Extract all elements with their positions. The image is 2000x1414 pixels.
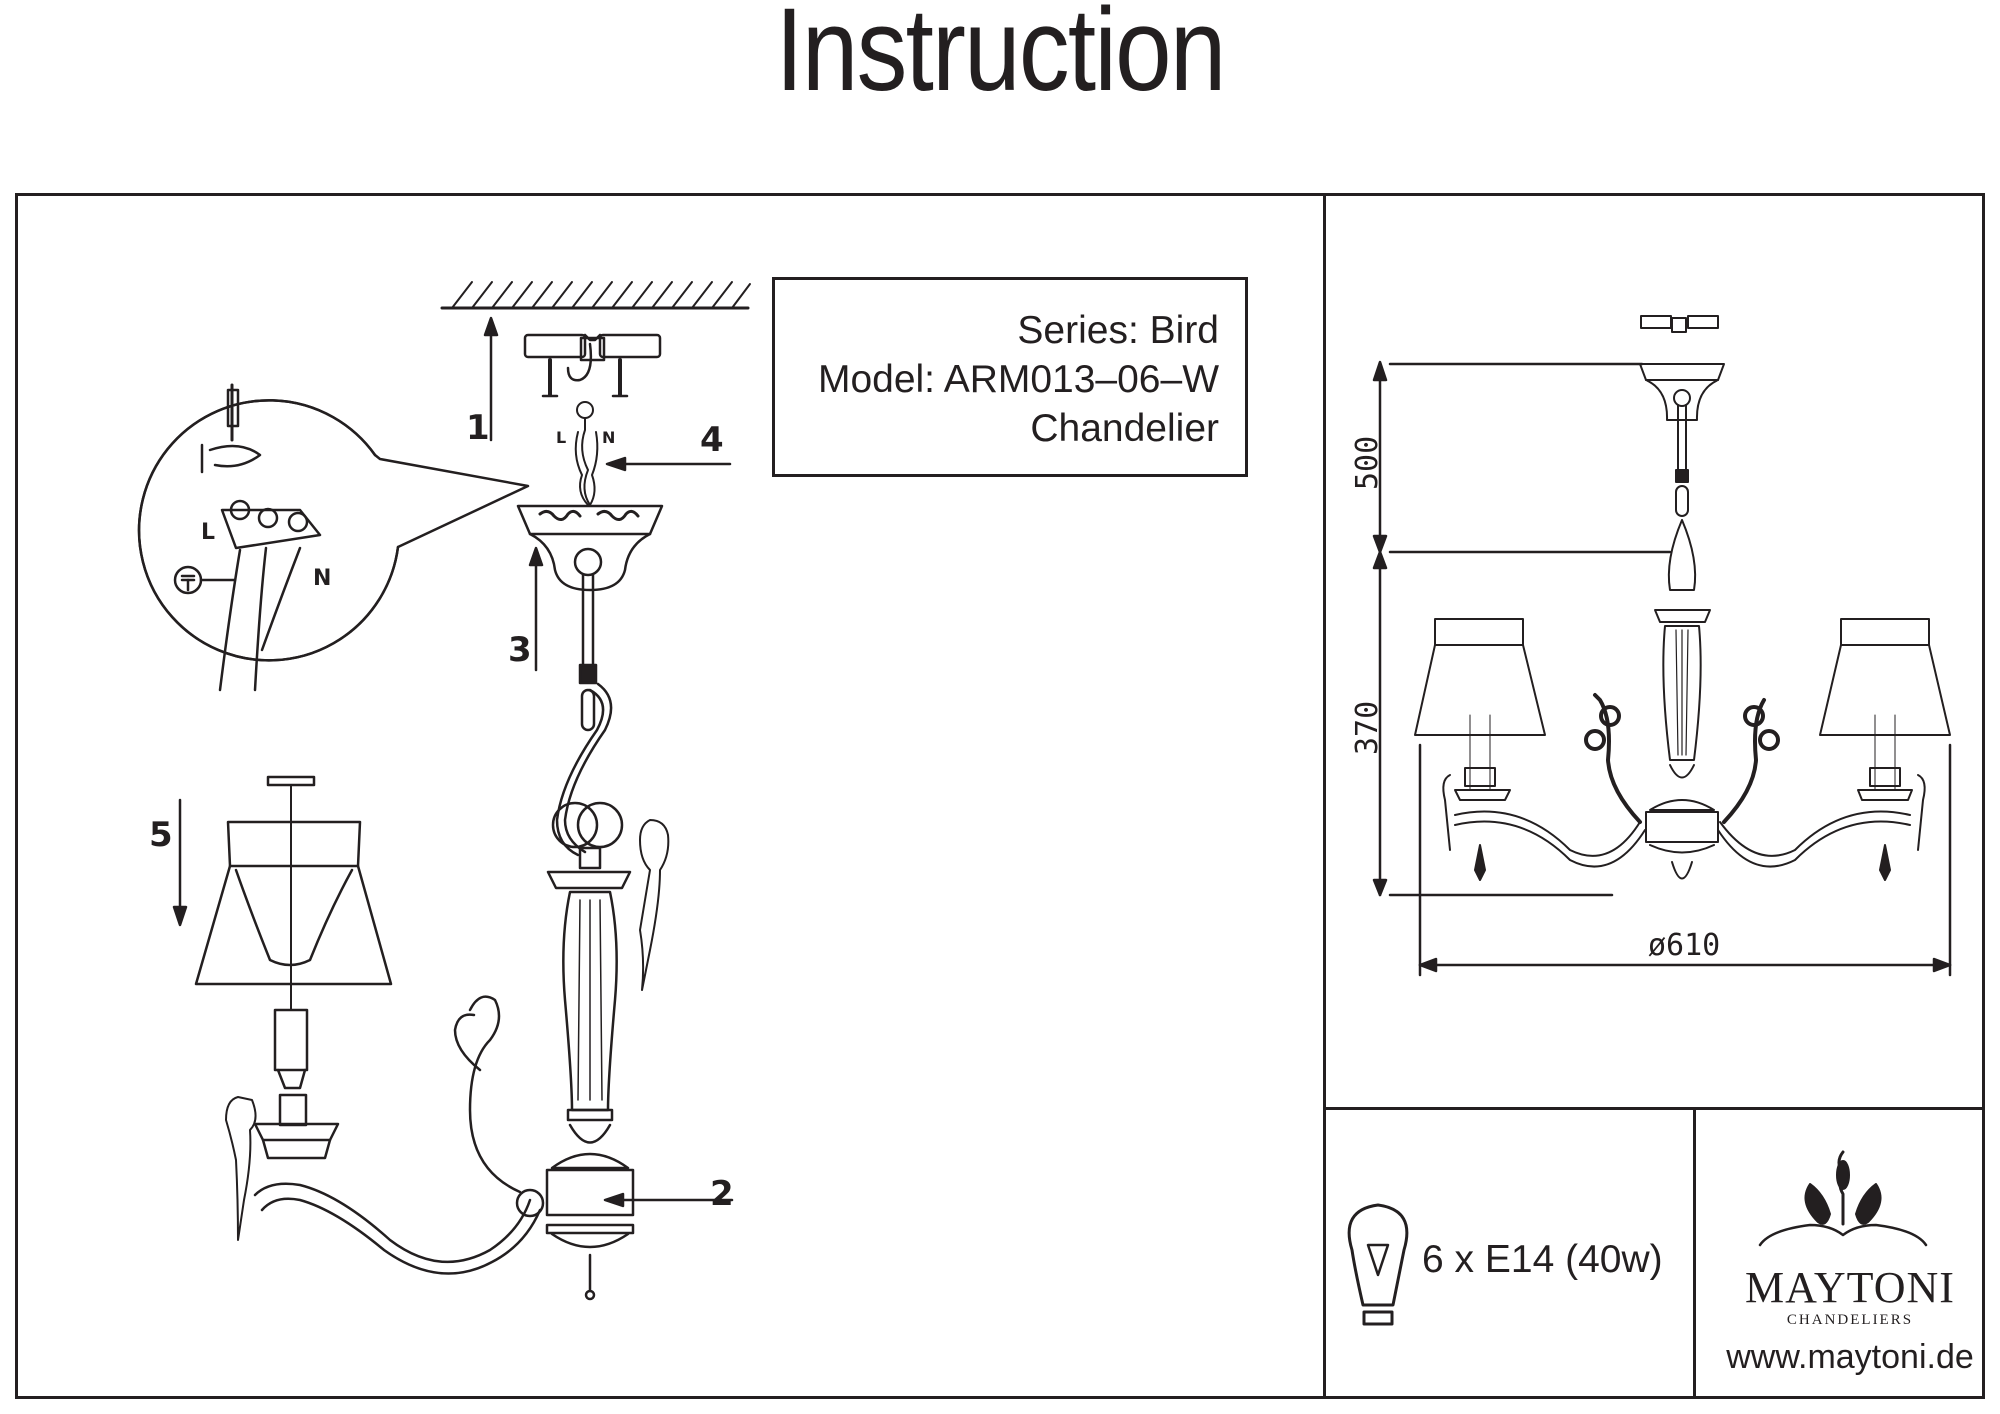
step-label-5: 5: [149, 815, 173, 855]
wire-live-label-top: L: [556, 428, 567, 447]
dimension-chain-length: 500: [1350, 435, 1385, 490]
dimension-body-height: 370: [1350, 700, 1385, 755]
page-title: Instruction: [775, 0, 1226, 116]
arrow-step-2: [603, 1192, 734, 1208]
brand-url[interactable]: www.maytoni.de: [1726, 1338, 1974, 1376]
chandelier-front-view: [1414, 315, 1951, 881]
model-label: Model: ARM013–06–W: [817, 358, 1219, 401]
lamp-shade-assembly: [194, 775, 393, 1160]
bird-ornament-main: [639, 819, 670, 991]
step-label-3: 3: [508, 630, 532, 670]
bulb-spec: 6 x E14 (40w): [1422, 1238, 1663, 1281]
central-column: [545, 846, 635, 1301]
divider-vertical-bottom: [1693, 1107, 1696, 1399]
dimension-lines: [1372, 360, 1952, 977]
bird-ornament-arm: [225, 1096, 257, 1241]
wire-neutral-label-top: N: [602, 428, 616, 447]
brand-subtitle: CHANDELIERS: [1786, 1312, 1914, 1328]
product-info-box: Series: Bird Model: ARM013–06–W Chandeli…: [772, 277, 1248, 477]
instruction-frame: [15, 193, 1985, 1399]
wire-neutral-label: N: [313, 566, 332, 591]
arrow-step-4: [605, 456, 732, 472]
wiring-detail-callout: [137, 383, 530, 692]
series-label: Series: Bird: [1017, 309, 1219, 352]
step-label-1: 1: [466, 408, 490, 448]
dimension-diameter: ø610: [1648, 928, 1721, 963]
ceiling-hatch: [440, 281, 751, 310]
maytoni-logo-ornament: [1758, 1150, 1928, 1247]
supply-wires: [574, 401, 599, 506]
lamp-arm: [253, 995, 545, 1275]
wire-live-label: L: [201, 520, 216, 545]
light-bulb-icon: [1347, 1203, 1409, 1326]
step-label-2: 2: [710, 1174, 734, 1214]
product-type-label: Chandelier: [1030, 407, 1219, 450]
canopy: [516, 504, 664, 685]
chain-scroll: [551, 682, 624, 857]
arrow-step-5: [172, 798, 188, 927]
mounting-bracket: [523, 333, 662, 398]
divider-horizontal-right: [1323, 1107, 1985, 1110]
divider-vertical-main: [1323, 193, 1326, 1399]
brand-name: MAYTONI: [1745, 1263, 1955, 1312]
arrow-step-3: [528, 546, 544, 672]
step-label-4: 4: [700, 420, 724, 460]
arrow-step-1: [483, 316, 499, 442]
